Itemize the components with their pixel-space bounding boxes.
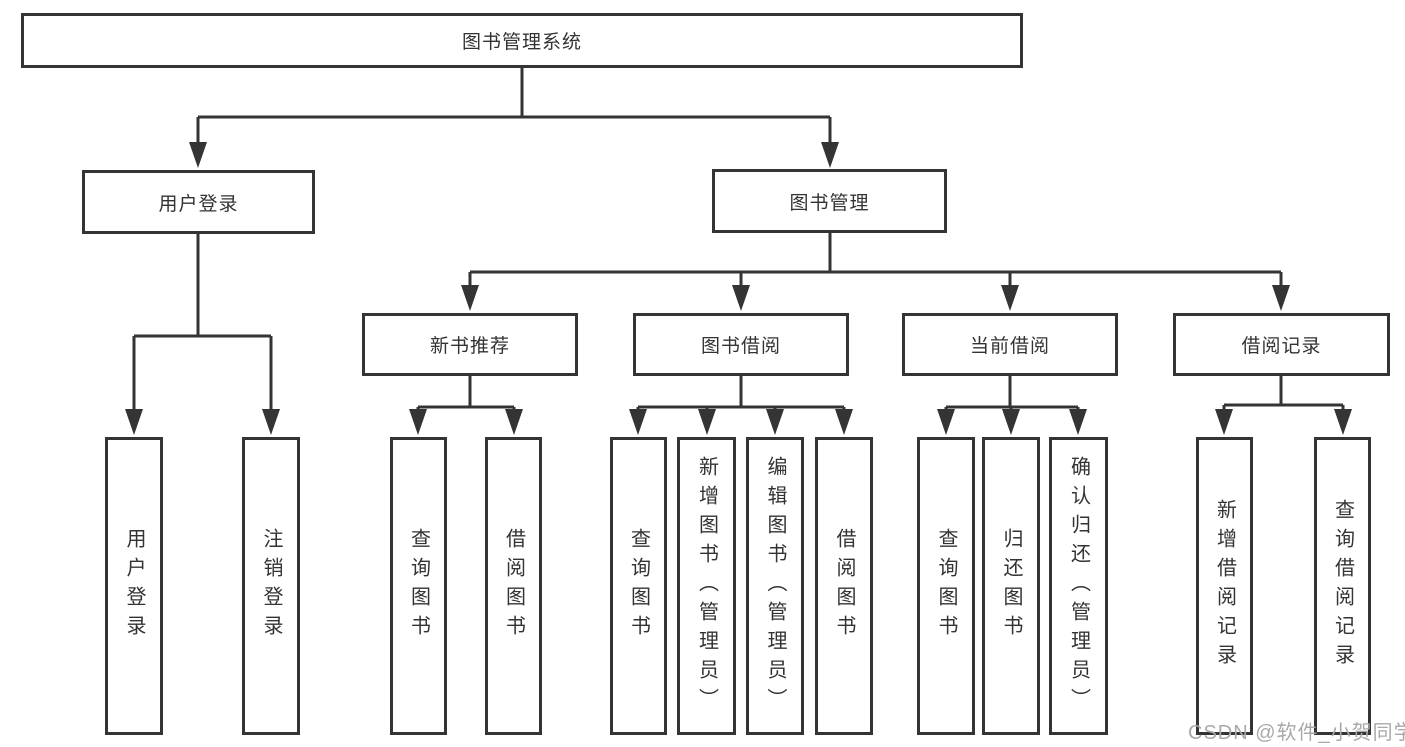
node-label: 用户登录 bbox=[123, 528, 145, 644]
leaf-borrow-books: 借阅图书 bbox=[815, 437, 873, 735]
node-label: 借阅图书 bbox=[502, 528, 525, 644]
arrowhead bbox=[1215, 409, 1233, 435]
arrowhead bbox=[821, 142, 839, 168]
node-label: 借阅记录 bbox=[1241, 336, 1322, 357]
arrowhead bbox=[1272, 285, 1290, 311]
node-label: 确认归还（管理员） bbox=[1067, 455, 1090, 717]
node-label: 归还图书 bbox=[1000, 528, 1022, 644]
node-label: 编辑图书（管理员） bbox=[764, 455, 786, 717]
leaf-query-borrow-record: 查询借阅记录 bbox=[1314, 437, 1371, 735]
leaf-borrow-books-recommend: 借阅图书 bbox=[485, 437, 542, 735]
arrowhead bbox=[1334, 409, 1352, 435]
leaf-user-login: 用户登录 bbox=[105, 437, 163, 735]
arrowhead bbox=[1069, 409, 1087, 435]
leaf-query-books-borrowing: 查询图书 bbox=[610, 437, 667, 735]
node-label: 用户登录 bbox=[158, 193, 239, 215]
node-new-book-recommend: 新书推荐 bbox=[362, 313, 578, 376]
leaf-query-books-recommend: 查询图书 bbox=[390, 437, 447, 735]
node-label: 查询图书 bbox=[627, 528, 650, 644]
connector-book-borrowing-children bbox=[629, 376, 853, 435]
node-label: 新增图书（管理员） bbox=[695, 455, 718, 717]
leaf-add-books-admin: 新增图书（管理员） bbox=[677, 437, 736, 735]
node-label: 借阅图书 bbox=[833, 528, 855, 644]
node-label: 查询借阅记录 bbox=[1331, 499, 1354, 673]
connector-current-borrowing-children bbox=[937, 376, 1087, 435]
connector-root-to-level1 bbox=[189, 68, 839, 168]
leaf-return-books: 归还图书 bbox=[982, 437, 1040, 735]
connector-book-management-children bbox=[461, 233, 1290, 311]
node-book-borrowing: 图书借阅 bbox=[633, 313, 849, 376]
arrowhead bbox=[505, 409, 523, 435]
arrowhead bbox=[766, 409, 784, 435]
node-label: 图书借阅 bbox=[700, 336, 781, 357]
leaf-query-books-current: 查询图书 bbox=[917, 437, 975, 735]
leaf-add-borrow-record: 新增借阅记录 bbox=[1196, 437, 1253, 735]
node-borrowing-records: 借阅记录 bbox=[1173, 313, 1390, 376]
arrowhead bbox=[189, 142, 207, 168]
arrowhead bbox=[698, 409, 716, 435]
connector-borrowing-records-children bbox=[1215, 376, 1352, 435]
arrowhead bbox=[262, 409, 280, 435]
node-label: 查询图书 bbox=[407, 528, 430, 644]
node-label: 新增借阅记录 bbox=[1213, 499, 1236, 673]
node-book-management: 图书管理 bbox=[712, 169, 947, 233]
arrowhead bbox=[835, 409, 853, 435]
arrowhead bbox=[1002, 409, 1020, 435]
arrowhead bbox=[125, 409, 143, 435]
connector-user-login-children bbox=[125, 234, 280, 435]
node-label: 新书推荐 bbox=[429, 336, 510, 357]
leaf-logout: 注销登录 bbox=[242, 437, 300, 735]
leaf-confirm-return-admin: 确认归还（管理员） bbox=[1049, 437, 1108, 735]
arrowhead bbox=[409, 409, 427, 435]
node-label: 注销登录 bbox=[260, 528, 282, 644]
arrowhead bbox=[629, 409, 647, 435]
node-library-management-system: 图书管理系统 bbox=[21, 13, 1023, 68]
node-label: 图书管理系统 bbox=[461, 32, 582, 53]
csdn-watermark: CSDN @软件_小贺同学 bbox=[1188, 722, 1405, 744]
node-current-borrowing: 当前借阅 bbox=[902, 313, 1118, 376]
arrowhead bbox=[461, 285, 479, 311]
node-label: 当前借阅 bbox=[969, 336, 1050, 357]
arrowhead bbox=[937, 409, 955, 435]
arrowhead bbox=[1001, 285, 1019, 311]
leaf-edit-books-admin: 编辑图书（管理员） bbox=[746, 437, 804, 735]
connector-new-book-recommend-children bbox=[409, 376, 523, 435]
node-label: 查询图书 bbox=[935, 528, 957, 644]
node-label: 图书管理 bbox=[789, 192, 870, 214]
arrowhead bbox=[732, 285, 750, 311]
node-user-login: 用户登录 bbox=[82, 170, 315, 234]
